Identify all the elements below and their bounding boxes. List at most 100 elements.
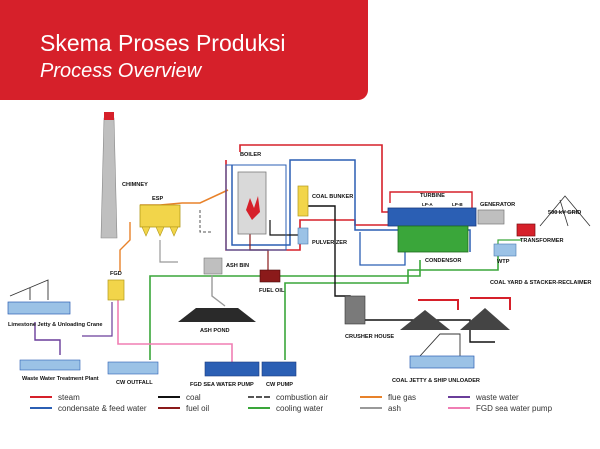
ash-bin xyxy=(203,257,223,275)
crusher-house xyxy=(344,295,366,325)
header-band xyxy=(0,0,368,100)
label-cw-pump: CW PUMP xyxy=(266,382,293,388)
flow-combustion-air xyxy=(199,210,212,233)
legend-item-fgd-sea-water-pump: FGD sea water pump xyxy=(448,403,552,413)
label-lp-b: LP-B xyxy=(452,202,463,207)
cw-outfall xyxy=(107,361,159,375)
flow-steam-main xyxy=(239,144,390,213)
cw-pump xyxy=(261,361,297,377)
legend-item-flue-gas: flue gas xyxy=(360,392,416,402)
legend-item-waste-water: waste water xyxy=(448,392,519,402)
legend-swatch xyxy=(248,407,270,409)
label-coal-jetty: COAL JETTY & SHIP UNLOADER xyxy=(392,378,480,384)
legend-item-combustion-air: combustion air xyxy=(248,392,328,402)
flow-ash xyxy=(211,275,226,307)
legend-swatch xyxy=(448,396,470,398)
waste-water-plant xyxy=(19,359,81,371)
legend-item-steam: steam xyxy=(30,392,80,402)
flow-coal-bunker xyxy=(269,220,305,236)
legend-label: coal xyxy=(186,392,201,402)
limestone-crane-icon xyxy=(9,279,49,300)
process-diagram: CHIMNEY ESP BOILER COAL BUNKER PULVERIZE… xyxy=(7,112,591,388)
turbine-casing xyxy=(387,207,477,227)
label-fuel-oil: FUEL OIL xyxy=(259,288,285,294)
label-esp: ESP xyxy=(152,196,163,202)
label-turbine: TURBINE xyxy=(420,193,445,199)
esp-unit xyxy=(139,204,181,228)
legend-label: flue gas xyxy=(388,392,417,402)
legend-label: waste water xyxy=(476,392,519,402)
boiler-frame xyxy=(225,164,287,251)
transformer-unit xyxy=(516,223,536,237)
label-limestone-jetty: Limestone Jetty & Unloading Crane xyxy=(8,322,103,328)
condensor-unit xyxy=(397,225,469,253)
label-coal-yard: COAL YARD & STACKER-RECLAIMER xyxy=(490,280,591,286)
legend-swatch xyxy=(158,396,180,398)
legend: steam condensate & feed water coal fuel … xyxy=(30,392,595,448)
legend-item-fuel-oil: fuel oil xyxy=(158,403,209,413)
page-subtitle: Process Overview xyxy=(40,60,202,82)
label-boiler: BOILER xyxy=(240,152,261,158)
flow-flue-gas-fgd xyxy=(119,222,131,272)
label-cw-outfall: CW OUTFALL xyxy=(116,380,153,386)
chimney-top-band xyxy=(104,112,114,120)
legend-swatch xyxy=(158,407,180,409)
generator-unit xyxy=(477,209,505,225)
coal-pile-2 xyxy=(460,308,510,330)
label-waste-water-plant: Waste Water Treatment Plant xyxy=(22,376,99,382)
fgd-sea-water-pump xyxy=(204,361,260,377)
label-ash-pond: ASH POND xyxy=(200,328,230,334)
label-grid: 500 kV GRID xyxy=(548,210,581,216)
chimney-icon xyxy=(100,117,118,239)
boiler-fire-icon xyxy=(246,196,260,220)
flow-waste-water xyxy=(34,322,61,355)
flow-cooling-in xyxy=(284,255,499,360)
ship-unloader-icon xyxy=(419,333,461,357)
flow-steam-turbine-top xyxy=(389,191,473,210)
legend-item-cooling-water: cooling water xyxy=(248,403,323,413)
flow-condensate xyxy=(359,232,406,266)
legend-swatch xyxy=(248,396,270,398)
coal-jetty xyxy=(409,355,475,369)
legend-item-condensate: condensate & feed water xyxy=(30,403,147,413)
fgd-unit xyxy=(107,279,125,301)
label-fgd: FGD xyxy=(110,271,122,277)
label-ash-bin: ASH BIN xyxy=(226,263,249,269)
legend-item-ash: ash xyxy=(360,403,401,413)
pulverizer xyxy=(297,227,309,245)
legend-label: combustion air xyxy=(276,392,329,402)
label-coal-bunker: COAL BUNKER xyxy=(312,194,353,200)
stacker-reclaimer-icon xyxy=(418,297,511,310)
esp-hopper-1 xyxy=(141,226,151,237)
label-transformer: TRANSFORMER xyxy=(520,238,564,244)
legend-item-coal: coal xyxy=(158,392,201,402)
label-crusher-house: CRUSHER HOUSE xyxy=(345,334,394,340)
wtp-unit xyxy=(493,243,517,257)
esp-hopper-3 xyxy=(169,226,179,237)
label-wtp: WTP xyxy=(497,259,510,265)
legend-label: ash xyxy=(388,403,401,413)
coal-pile-1 xyxy=(400,310,450,330)
label-lp-a: LP-A xyxy=(422,202,433,207)
label-fgd-pump: FGD SEA WATER PUMP xyxy=(190,382,254,388)
legend-label: fuel oil xyxy=(186,403,210,413)
flow-waste-water-2 xyxy=(82,302,113,337)
legend-label: FGD sea water pump xyxy=(476,403,553,413)
legend-label: steam xyxy=(58,392,80,402)
coal-bunker xyxy=(297,185,309,217)
flow-ash-2 xyxy=(159,240,178,263)
legend-swatch xyxy=(448,407,470,409)
flow-fgd-seawater xyxy=(117,300,233,362)
legend-swatch xyxy=(30,407,52,409)
label-condensor: CONDENSOR xyxy=(425,258,461,264)
label-chimney: CHIMNEY xyxy=(122,182,148,188)
grid-tower-icon xyxy=(539,195,591,227)
ash-pond xyxy=(178,308,256,322)
legend-swatch xyxy=(360,396,382,398)
legend-swatch xyxy=(360,407,382,409)
label-generator: GENERATOR xyxy=(480,202,515,208)
esp-hopper-2 xyxy=(155,226,165,237)
label-pulverizer: PULVERIZER xyxy=(312,240,347,246)
legend-swatch xyxy=(30,396,52,398)
